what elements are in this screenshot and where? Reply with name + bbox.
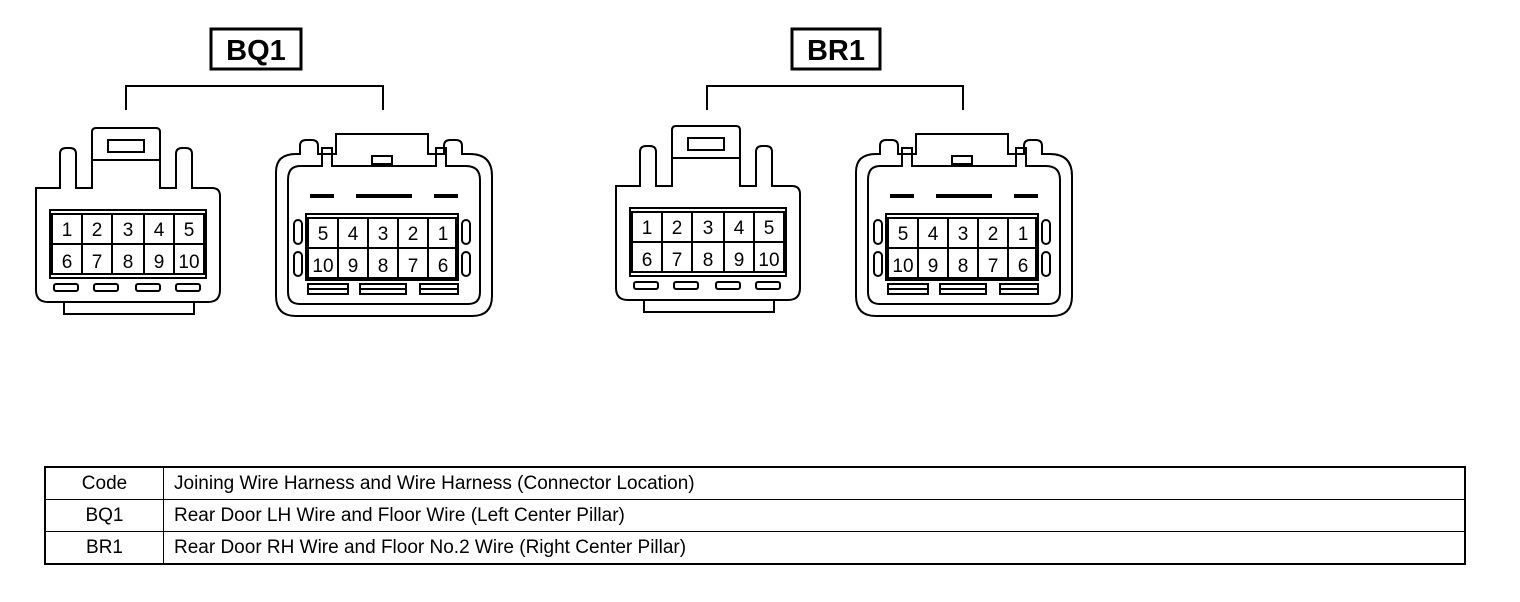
pin-number: 7 (408, 256, 419, 277)
pin-number: 2 (672, 218, 683, 239)
pin-number: 9 (154, 252, 165, 273)
pin-number: 5 (318, 224, 329, 245)
table-row: BQ1 Rear Door LH Wire and Floor Wire (Le… (44, 499, 1466, 532)
pin-number: 6 (1018, 256, 1029, 277)
connector-label: BQ1 (226, 35, 286, 67)
male-connector: 1 2 3 4 5 6 7 8 9 10 (35, 127, 221, 315)
pin-number: 1 (642, 218, 653, 239)
pin-number: 9 (928, 256, 939, 277)
pin-number: 5 (898, 224, 909, 245)
pin-number: 7 (988, 256, 999, 277)
connector-diagram: BQ1 1 2 3 (35, 27, 1073, 317)
pin-number: 6 (438, 256, 449, 277)
pin-number: 7 (92, 252, 103, 273)
pin-number: 1 (438, 224, 449, 245)
pin-number: 2 (988, 224, 999, 245)
connector-group-bq1: BQ1 1 2 3 (35, 27, 493, 317)
connector-label: BR1 (807, 35, 865, 67)
connector-code-table: Code Joining Wire Harness and Wire Harne… (44, 466, 1466, 565)
pin-grid (886, 217, 1038, 279)
connector-label-box (790, 27, 882, 71)
pin-number: 4 (928, 224, 939, 245)
pin-number: 4 (154, 220, 165, 241)
pin-number: 8 (703, 250, 714, 271)
connector-group-br1: BR1 1 2 3 4 (615, 27, 1073, 317)
pin-number: 6 (62, 252, 73, 273)
table-cell-code: BQ1 (44, 499, 164, 532)
connector-label-box (209, 27, 303, 71)
table-header-desc: Joining Wire Harness and Wire Harness (C… (163, 466, 1466, 500)
pin-number: 3 (123, 220, 134, 241)
pin-grid (50, 213, 206, 275)
table-header-code: Code (44, 466, 164, 500)
pin-number: 10 (178, 252, 199, 273)
table-cell-code: BR1 (44, 531, 164, 565)
pin-grid (630, 211, 786, 273)
pin-number: 10 (892, 256, 913, 277)
pin-number: 7 (672, 250, 683, 271)
pin-number: 3 (958, 224, 969, 245)
bracket-line (706, 85, 964, 110)
pin-number: 8 (123, 252, 134, 273)
pin-number: 1 (62, 220, 73, 241)
pin-number: 9 (348, 256, 359, 277)
bracket-line (125, 85, 384, 110)
table-cell-desc: Rear Door RH Wire and Floor No.2 Wire (R… (163, 531, 1466, 565)
table-row: BR1 Rear Door RH Wire and Floor No.2 Wir… (44, 531, 1466, 565)
male-connector: 1 2 3 4 5 6 7 8 9 10 (615, 125, 801, 313)
pin-number: 10 (758, 250, 779, 271)
pin-number: 3 (703, 218, 714, 239)
pin-number: 8 (378, 256, 389, 277)
pin-number: 4 (734, 218, 745, 239)
pin-number: 5 (764, 218, 775, 239)
table-header-row: Code Joining Wire Harness and Wire Harne… (44, 466, 1466, 500)
pin-number: 5 (184, 220, 195, 241)
table-cell-desc: Rear Door LH Wire and Floor Wire (Left C… (163, 499, 1466, 532)
pin-number: 9 (734, 250, 745, 271)
pin-number: 4 (348, 224, 359, 245)
pin-number: 2 (408, 224, 419, 245)
female-connector: 5 4 3 2 1 10 9 8 7 6 (275, 133, 493, 317)
pin-number: 6 (642, 250, 653, 271)
pin-number: 8 (958, 256, 969, 277)
pin-number: 3 (378, 224, 389, 245)
pin-number: 2 (92, 220, 103, 241)
female-connector: 5 4 3 2 1 10 9 8 7 6 (855, 133, 1073, 317)
pin-number: 1 (1018, 224, 1029, 245)
pin-grid (306, 217, 458, 279)
pin-number: 10 (312, 256, 333, 277)
